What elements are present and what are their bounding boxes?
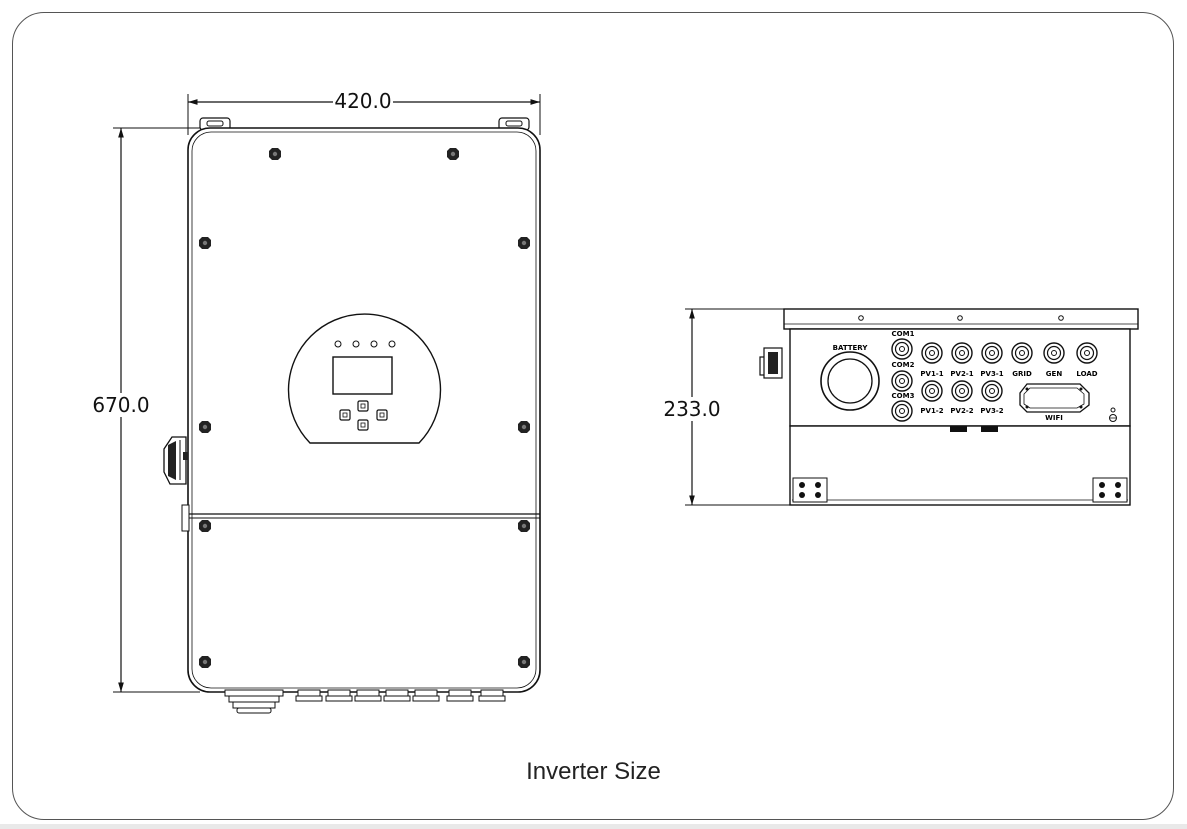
load-label: LOAD (1076, 370, 1097, 378)
display-panel (287, 313, 442, 444)
pv2-2-label: PV2-2 (950, 407, 973, 415)
pv2-1-label: PV2-1 (950, 370, 973, 378)
page-bottom-strip (0, 824, 1187, 829)
wifi-label: WIFI (1045, 414, 1063, 422)
com1-label: COM1 (892, 330, 915, 338)
drawing-frame (12, 12, 1174, 820)
com2-label: COM2 (892, 361, 915, 369)
depth-dimension-label: 233.0 (663, 397, 720, 421)
height-dimension-label: 670.0 (92, 393, 149, 417)
lcd-screen (332, 356, 393, 395)
pv1-1-label: PV1-1 (920, 370, 943, 378)
dc-switch-handle (163, 436, 188, 485)
battery-port: BATTERY (820, 344, 880, 411)
pv1-2-label: PV1-2 (920, 407, 943, 415)
wifi-port: WIFI (1019, 383, 1090, 422)
front-view: 420.0 670.0 (92, 89, 541, 714)
bottom-view: 233.0 BATTERY C (663, 308, 1139, 506)
pv3-1-label: PV3-1 (980, 370, 1003, 378)
figure-caption: Inverter Size (526, 758, 661, 785)
pv3-2-label: PV3-2 (980, 407, 1003, 415)
gen-label: GEN (1046, 370, 1063, 378)
width-dimension-label: 420.0 (334, 89, 391, 113)
battery-label: BATTERY (833, 344, 869, 352)
bottom-connectors (224, 689, 506, 714)
grid-label: GRID (1012, 370, 1032, 378)
com3-label: COM3 (892, 392, 915, 400)
